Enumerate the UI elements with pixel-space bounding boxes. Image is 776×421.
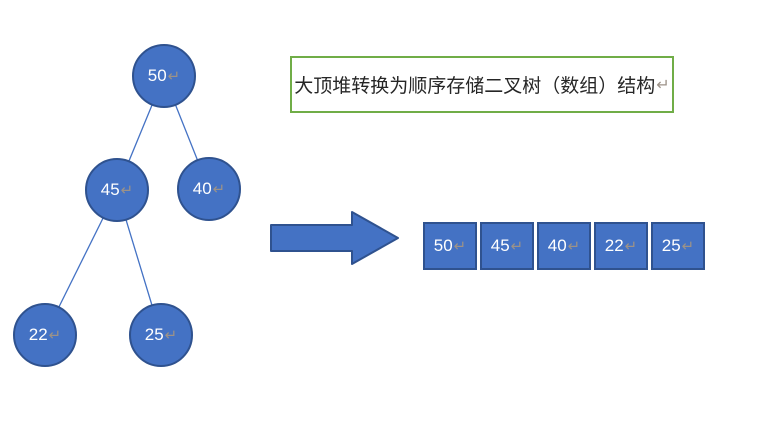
title-box: 大顶堆转换为顺序存储二叉树（数组）结构↵ [290,56,674,113]
array-cell: 50↵ [423,222,477,270]
cell-value: 40 [547,236,567,255]
line-break-mark-icon: ↵ [212,179,226,198]
array-cell: 25↵ [651,222,705,270]
tree-node-leaf-left: 22↵ [13,303,77,367]
tree-node-right-child: 40↵ [177,157,241,221]
line-break-mark-icon: ↵ [567,236,581,255]
node-value: 22 [28,325,48,344]
array-cell: 40↵ [537,222,591,270]
tree-node-root: 50↵ [132,44,196,108]
tree-node-leaf-right: 25↵ [129,303,193,367]
line-break-mark-icon: ↵ [120,180,134,199]
array-cell: 22↵ [594,222,648,270]
line-break-mark-icon: ↵ [453,236,467,255]
line-break-mark-icon: ↵ [510,236,524,255]
node-value: 50 [147,66,167,85]
line-break-mark-icon: ↵ [48,325,62,344]
cell-value: 50 [433,236,453,255]
line-break-mark-icon: ↵ [164,325,178,344]
node-value: 40 [192,179,212,198]
cell-value: 45 [490,236,510,255]
node-value: 45 [100,180,120,199]
right-arrow-shape [270,211,399,265]
array-row: 50↵ 45↵ 40↵ 22↵ 25↵ [423,222,705,270]
title-text: 大顶堆转换为顺序存储二叉树（数组）结构 [294,76,656,97]
line-break-mark-icon: ↵ [656,74,670,94]
tree-node-left-child: 45↵ [85,158,149,222]
line-break-mark-icon: ↵ [167,66,181,85]
array-cell: 45↵ [480,222,534,270]
node-value: 25 [144,325,164,344]
line-break-mark-icon: ↵ [624,236,638,255]
cell-value: 25 [661,236,681,255]
cell-value: 22 [604,236,624,255]
line-break-mark-icon: ↵ [681,236,695,255]
